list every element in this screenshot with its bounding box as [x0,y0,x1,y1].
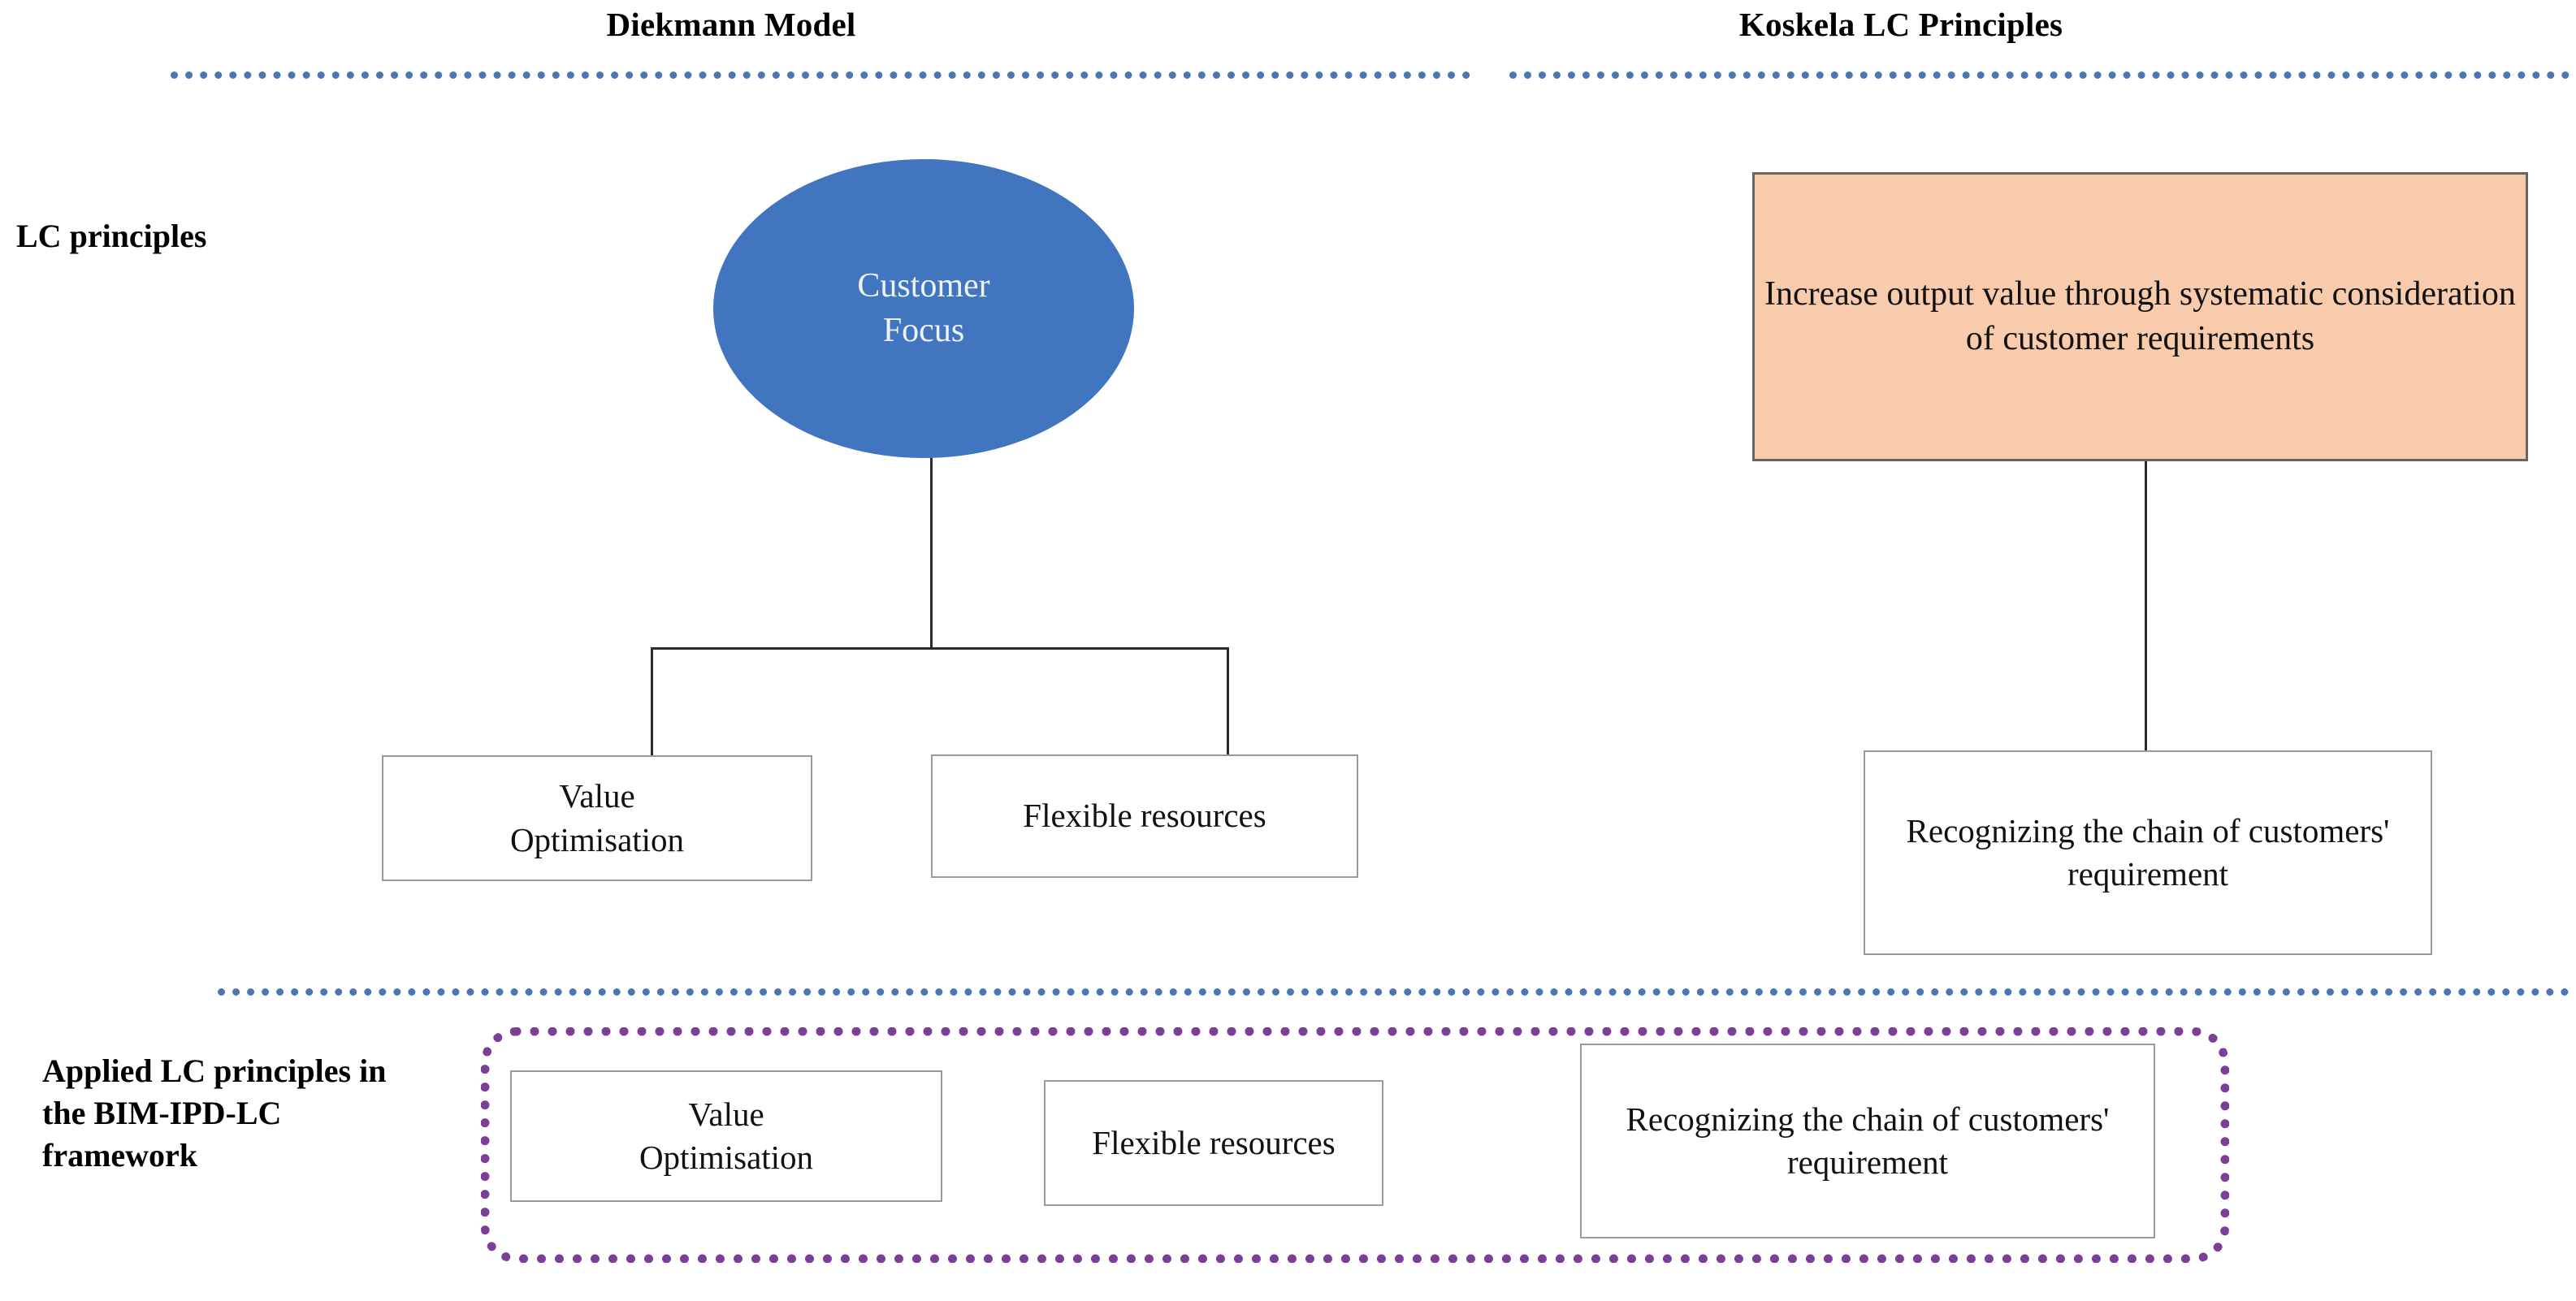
connector-drop-left [651,647,653,757]
framework-item-recognizing-chain-of-customers-requirement[interactable]: Recognizing the chain of customers' requ… [1580,1044,2155,1238]
connector-ellipse-stem [930,452,933,649]
node-value-optimisation[interactable]: Value Optimisation [382,755,812,881]
dotted-divider-top-right [1509,71,2570,79]
connector-horizontal-bar [651,647,1229,650]
framework-item-value-optimisation[interactable]: Value Optimisation [510,1070,942,1202]
node-flexible-resources[interactable]: Flexible resources [931,754,1358,878]
column-header-koskela-lc-principles: Koskela LC Principles [1738,6,2063,43]
node-recognizing-chain-of-customers-requirement[interactable]: Recognizing the chain of customers' requ… [1864,750,2432,955]
node-customer-focus-label: Customer Focus [857,267,990,349]
framework-group-outline [481,1027,2229,1263]
node-increase-output-value[interactable]: Increase output value through systematic… [1752,172,2528,461]
node-customer-focus[interactable]: Customer Focus [713,159,1134,458]
connector-koskela-stem [2145,460,2147,752]
connector-drop-right [1227,647,1229,756]
column-header-diekmann-model: Diekmann Model [606,6,856,43]
dotted-divider-top-left [171,71,1470,79]
row-label-applied-lc-principles: Applied LC principles in the BIM-IPD-LC … [42,1052,387,1173]
row-label-lc-principles: LC principles [16,218,207,254]
dotted-divider-middle [218,988,2570,996]
framework-item-flexible-resources[interactable]: Flexible resources [1044,1080,1383,1206]
